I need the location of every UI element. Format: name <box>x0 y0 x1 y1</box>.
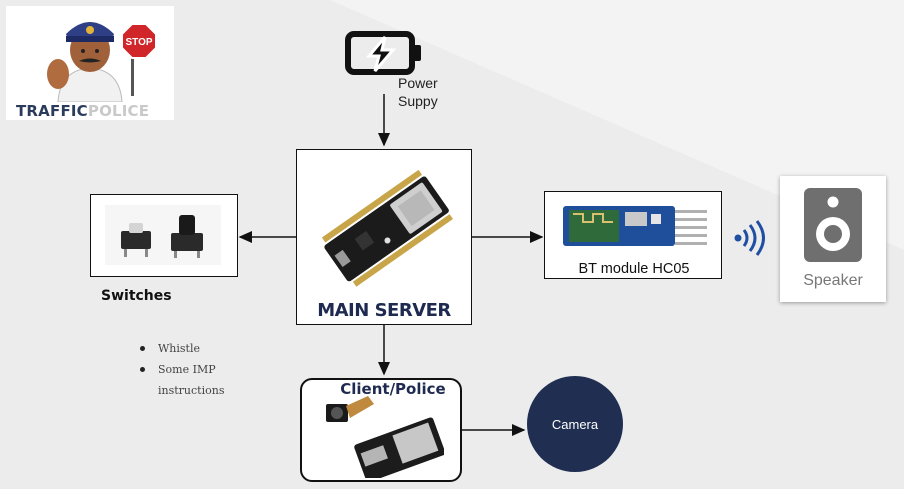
stop-sign-text: STOP <box>125 37 152 48</box>
speaker-icon <box>804 188 862 262</box>
push-button-switch-icon <box>121 215 203 258</box>
power-supply-label: Power Suppy <box>398 75 438 109</box>
camera-node: Camera <box>527 376 623 472</box>
police-officer-icon: STOP <box>47 22 157 103</box>
wireless-signal-icon <box>734 220 765 256</box>
speaker-label: Speaker <box>803 272 863 289</box>
switches-title: Switches <box>101 288 172 304</box>
bluetooth-module-icon <box>563 206 707 246</box>
client-police-box <box>300 378 462 482</box>
esp32-cam-icon <box>326 396 444 478</box>
main-server-box <box>296 149 472 325</box>
switches-box <box>90 194 238 277</box>
bullet-item: Some IMP <box>138 359 224 380</box>
switches-bullet-list: Whistle Some IMP instructions <box>138 338 224 401</box>
logo-text: TRAFFICPOLICE <box>16 102 150 120</box>
bullet-item-continuation: instructions <box>158 384 225 397</box>
battery-charging-icon <box>345 31 421 75</box>
bt-module-box <box>544 191 722 279</box>
speaker-card: Speaker <box>780 176 886 302</box>
bullet-item: Whistle <box>138 338 224 359</box>
client-police-title: Client/Police <box>340 380 446 398</box>
main-server-title: MAIN SERVER <box>317 300 451 321</box>
traffic-police-logo: STOP TRAFFICPOLICE <box>6 6 174 120</box>
bt-module-label: BT module HC05 <box>578 261 690 277</box>
camera-label: Camera <box>551 416 599 432</box>
esp32-board-icon <box>321 170 453 287</box>
